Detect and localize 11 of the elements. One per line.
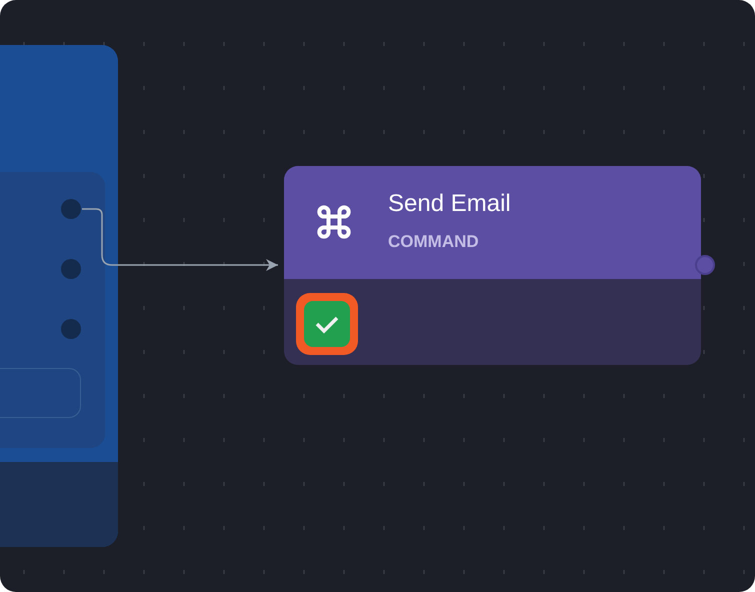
connector-arrow <box>82 208 278 271</box>
inner-panel <box>0 172 105 448</box>
port-dot <box>61 319 81 339</box>
node-title: Send Email <box>388 190 511 218</box>
port-dot <box>61 259 81 279</box>
node-type-label: COMMAND <box>388 232 479 252</box>
output-port <box>695 255 715 275</box>
port-dot <box>61 199 81 219</box>
node-card <box>0 45 118 547</box>
command-node <box>284 166 701 365</box>
input-field <box>0 368 81 418</box>
